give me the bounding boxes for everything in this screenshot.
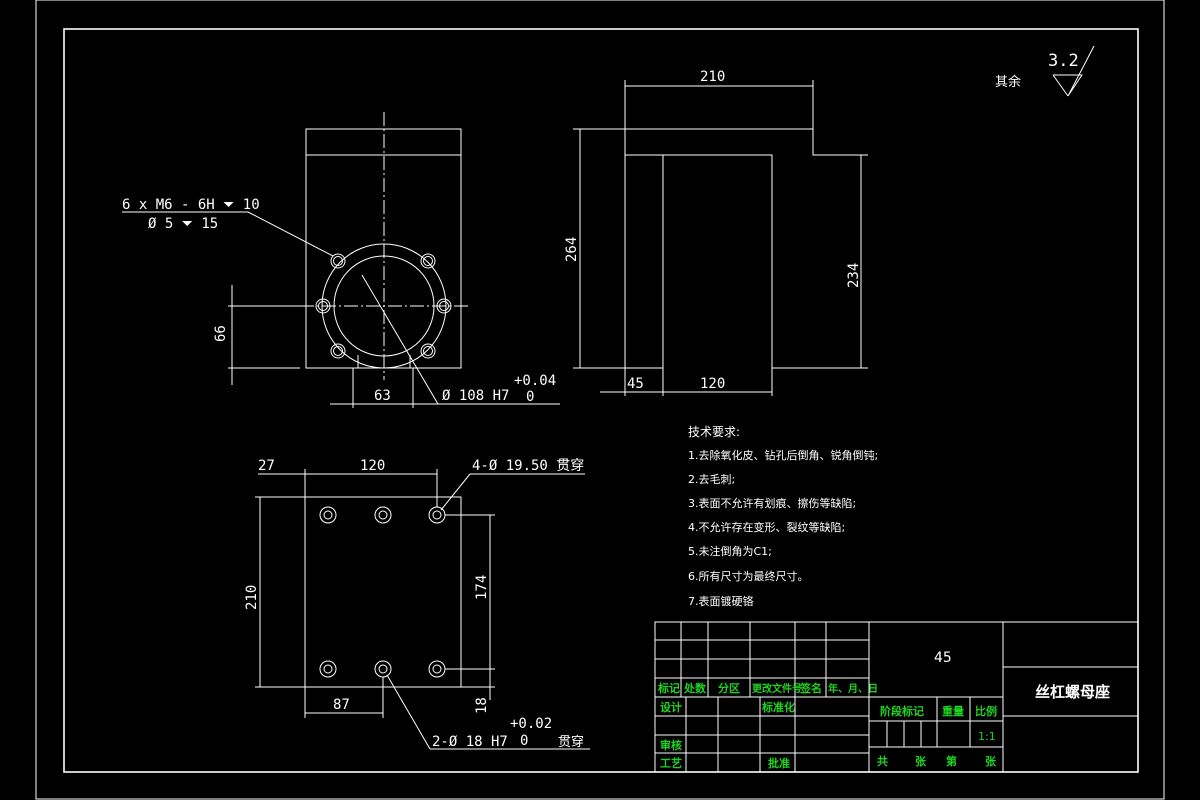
tech-requirements: 技术要求: 1.去除氧化皮、钻孔后倒角、锐角倒钝; 2.去毛刺; 3.表面不允许…	[688, 425, 878, 608]
label-zone: 分区	[718, 681, 740, 695]
label-sheets: 张	[915, 754, 927, 768]
dim-234: 234	[846, 263, 862, 288]
label-change-doc: 更改文件号	[752, 682, 802, 695]
part-name: 丝杠螺母座	[1035, 683, 1110, 701]
pin-through: 贯穿	[558, 734, 584, 750]
tech-item-4: 4.不允许存在变形、裂纹等缺陷;	[688, 520, 845, 534]
roughness-symbol: 其余 3.2	[995, 45, 1095, 97]
bore-tol-lower: 0	[526, 389, 534, 405]
dim-87: 87	[333, 697, 350, 713]
thread-callout-2: Ø 5 ⏷ 15	[148, 216, 218, 232]
dim-120-side: 120	[700, 376, 725, 392]
dim-264: 264	[564, 237, 580, 262]
thread-callout-1: 6 x M6 - 6H ⏷ 10	[122, 197, 260, 213]
roughness-value: 3.2	[1048, 51, 1079, 71]
dim-27: 27	[258, 458, 275, 474]
front-view: 6 x M6 - 6H ⏷ 10 Ø 5 ⏷ 15 66 63 Ø 108 H7…	[122, 112, 560, 408]
tech-item-5: 5.未注倒角为C1;	[688, 544, 772, 558]
label-standardize: 标准化	[761, 700, 795, 714]
label-scale: 比例	[975, 704, 997, 718]
label-no: 第	[946, 754, 957, 768]
label-approve: 批准	[768, 756, 790, 770]
dim-45: 45	[627, 376, 644, 392]
tech-item-7: 7.表面镀硬铬	[688, 594, 754, 608]
label-date: 年、月、日	[828, 682, 878, 695]
pin-tol-upper: +0.02	[510, 716, 552, 732]
dim-174: 174	[474, 575, 490, 600]
bore-callout: Ø 108 H7	[442, 388, 509, 404]
outer-border	[35, 0, 1165, 800]
dim-210-top: 210	[700, 69, 725, 85]
dim-63: 63	[374, 388, 391, 404]
label-process: 工艺	[660, 756, 682, 770]
inner-border	[63, 28, 1139, 773]
thread-holes	[315, 253, 452, 359]
tech-item-2: 2.去毛刺;	[688, 473, 735, 486]
tech-title: 技术要求:	[688, 425, 740, 439]
bore-tol-upper: +0.04	[514, 373, 556, 389]
label-design: 设计	[660, 700, 682, 714]
dim-120-bottom: 120	[360, 458, 385, 474]
label-weight: 重量	[942, 704, 964, 718]
pin-tol-lower: 0	[520, 733, 528, 749]
dim-18: 18	[474, 697, 490, 714]
bottom-view: 27 120 4-Ø 19.50 贯穿 210 174 18 87 2-Ø 18…	[244, 458, 590, 750]
label-stage: 阶段标记	[880, 704, 924, 718]
material: 45	[934, 650, 952, 666]
label-sign: 签名	[799, 681, 822, 695]
label-review: 审核	[660, 738, 682, 752]
scale-value: 1:1	[978, 730, 996, 743]
pin-callout: 2-Ø 18 H7	[432, 734, 508, 750]
tech-item-3: 3.表面不允许有划痕、擦伤等缺陷;	[688, 496, 856, 510]
dim-210-left: 210	[244, 585, 260, 610]
through-holes	[319, 506, 446, 678]
dim-66: 66	[213, 325, 229, 342]
tech-item-6: 6.所有尺寸为最终尺寸。	[688, 569, 809, 583]
label-sheet: 张	[985, 754, 997, 768]
title-block: 45 丝杠螺母座 标记 处数 分区 更改文件号 签名 年、月、日 设计 标准化 …	[654, 621, 1139, 773]
label-count: 处数	[683, 681, 707, 695]
label-mark: 标记	[657, 681, 680, 695]
tech-item-1: 1.去除氧化皮、钻孔后倒角、锐角倒钝;	[688, 448, 878, 462]
label-total: 共	[877, 754, 888, 768]
roughness-prefix: 其余	[995, 74, 1021, 90]
side-view: 210 264 234 45 120	[564, 69, 868, 396]
hole-callout: 4-Ø 19.50 贯穿	[472, 458, 584, 474]
